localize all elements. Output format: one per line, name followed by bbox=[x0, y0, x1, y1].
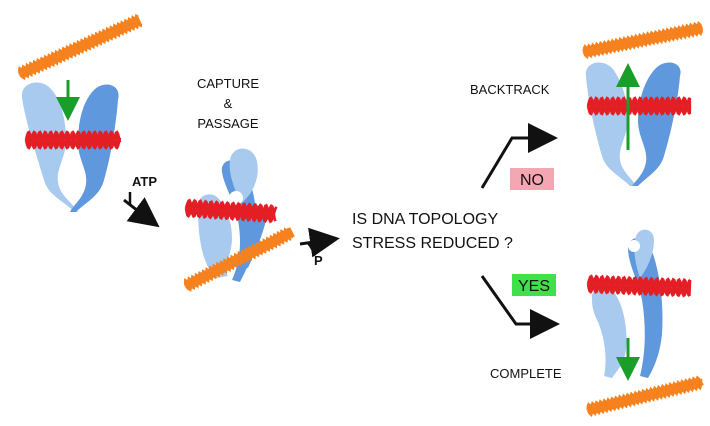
phosphate-arrow bbox=[299, 227, 340, 258]
atp-label: ATP bbox=[132, 174, 157, 189]
phosphate-label: P bbox=[314, 253, 323, 268]
capture-label-line1: CAPTURE bbox=[197, 76, 259, 91]
t-segment-dna-backtrack bbox=[582, 21, 704, 60]
no-branch-arrow bbox=[480, 123, 558, 189]
question-line2: STRESS REDUCED ? bbox=[352, 235, 513, 252]
g-segment-dna-closed bbox=[184, 198, 278, 224]
t-segment-dna-incoming bbox=[17, 13, 143, 81]
g-segment-dna-backtrack bbox=[586, 96, 692, 116]
g-segment-dna-open bbox=[24, 130, 122, 150]
enzyme-stage-complete bbox=[591, 229, 663, 378]
question-line1: IS DNA TOPOLOGY bbox=[352, 211, 498, 228]
yes-badge bbox=[512, 274, 556, 296]
backtrack-label: BACKTRACK bbox=[470, 82, 550, 97]
phosphate-branch bbox=[307, 242, 316, 257]
g-segment-dna-complete bbox=[586, 274, 692, 298]
t-segment-dna-passing bbox=[183, 227, 295, 292]
t-segment-dna-released bbox=[586, 375, 704, 417]
complete-label: COMPLETE bbox=[490, 366, 562, 381]
capture-label-line3: PASSAGE bbox=[197, 116, 259, 131]
yes-branch-arrow bbox=[480, 275, 560, 339]
atp-arrow bbox=[123, 197, 160, 228]
capture-label-line2: & bbox=[224, 96, 233, 111]
no-badge bbox=[510, 168, 554, 190]
yes-label: YES bbox=[518, 278, 550, 295]
no-label: NO bbox=[520, 172, 544, 189]
enzyme-stage-backtrack bbox=[585, 62, 681, 186]
